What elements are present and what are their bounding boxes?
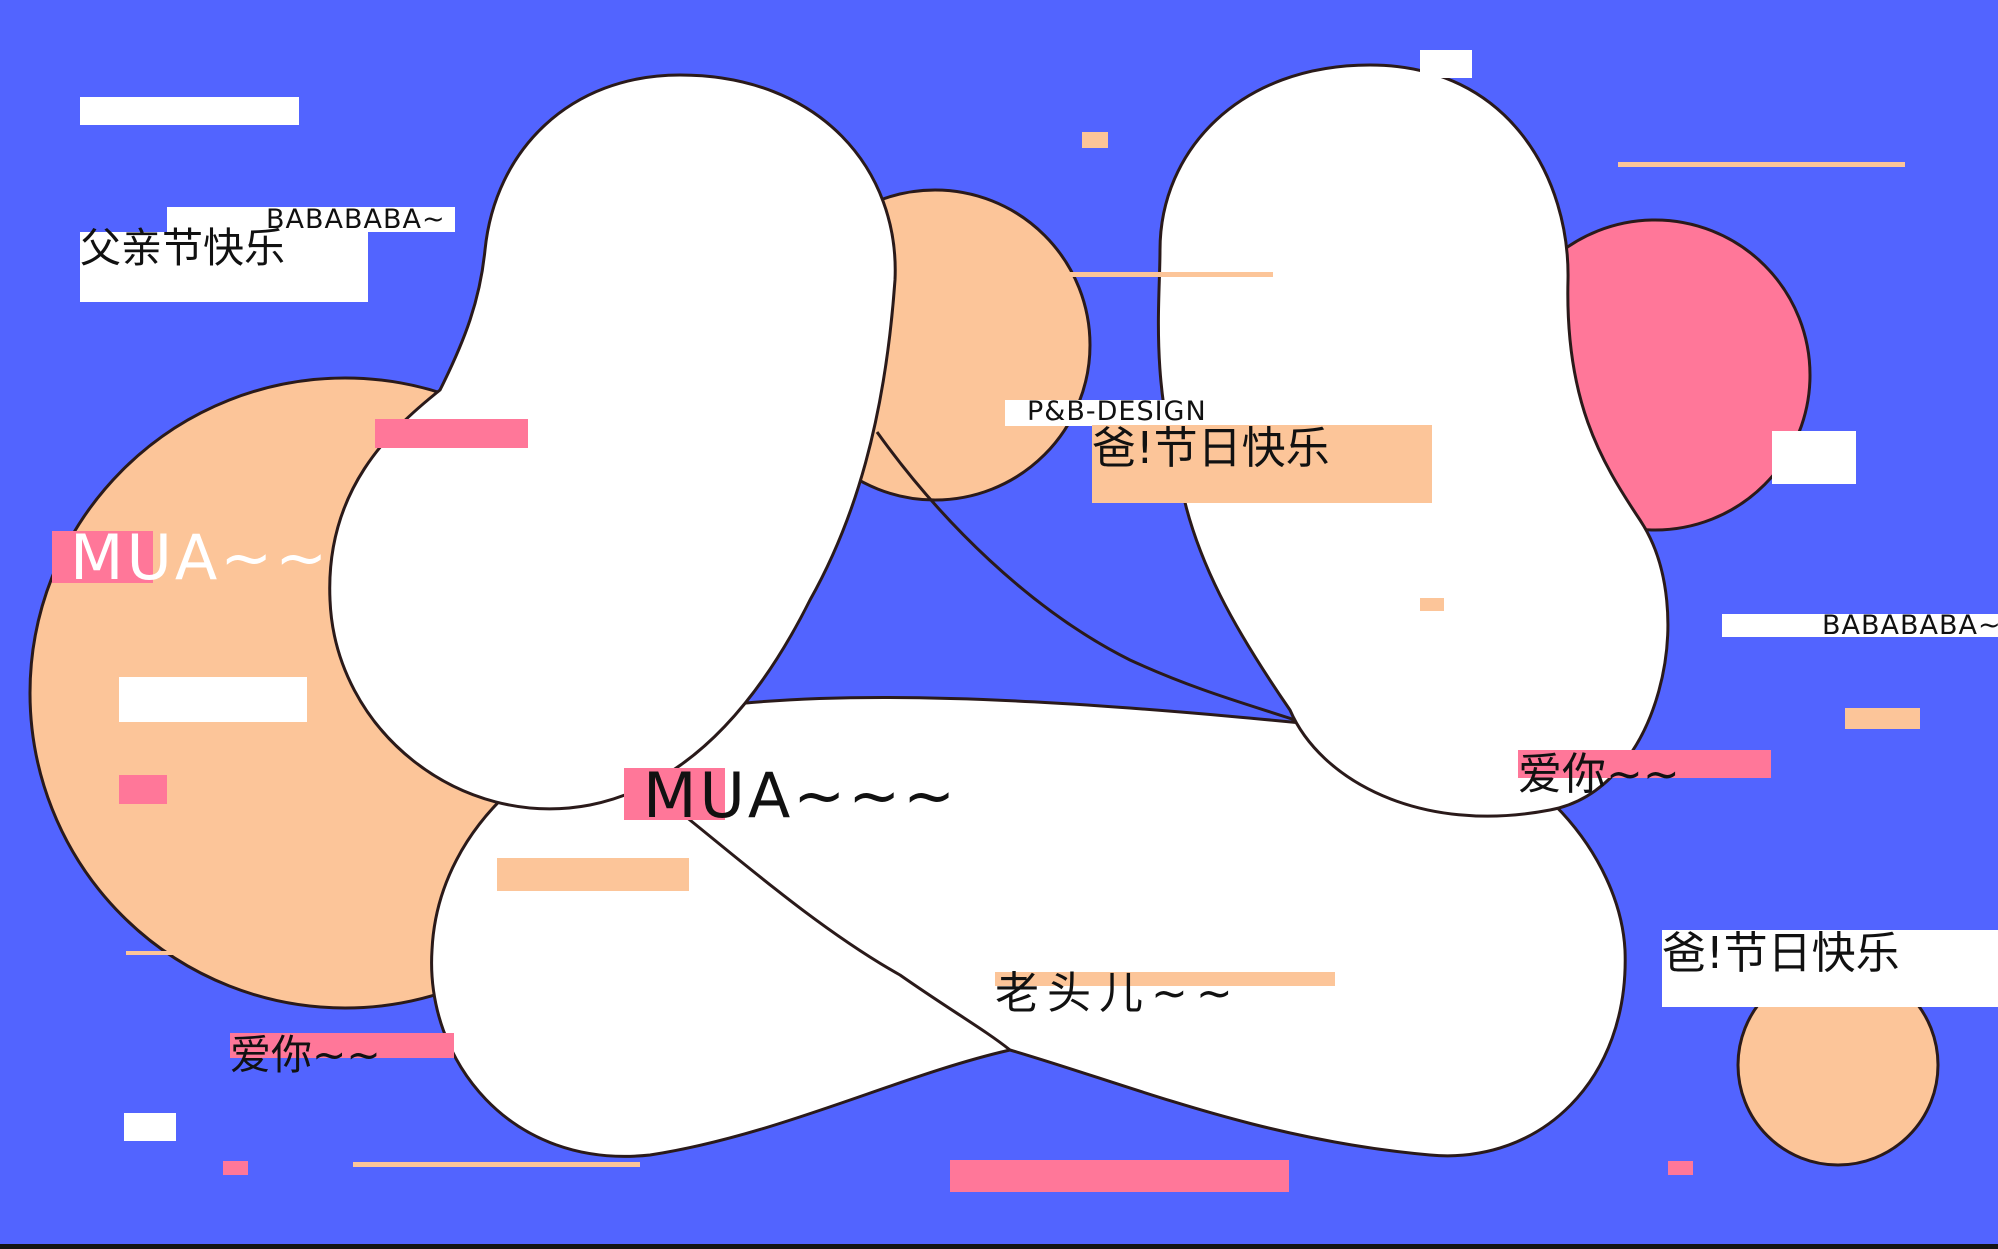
- overlap-stroke-lower: [679, 810, 1011, 1052]
- overlap-stroke-upper: [875, 431, 1296, 722]
- deco-white-3: [1772, 431, 1856, 484]
- deco-peach-2: [1420, 598, 1444, 611]
- bababa-label-top: BABABABA~: [266, 204, 446, 235]
- deco-peach-4: [497, 858, 689, 891]
- deco-peach-line-oldman: [995, 972, 1335, 986]
- blob-left: [328, 73, 897, 811]
- deco-pink-love-right: [1518, 750, 1771, 778]
- mua-label-center: MUA~~~: [643, 759, 959, 832]
- deco-peach-3: [1845, 708, 1920, 729]
- deco-peach-1: [1082, 132, 1108, 148]
- deco-white-label-2: [80, 232, 368, 302]
- deco-white-label-dad-right: [1662, 930, 1998, 1007]
- deco-pink-2: [119, 775, 167, 804]
- love-you-label-left: 爱你~~: [230, 1031, 381, 1079]
- deco-pink-love-left: [230, 1033, 454, 1058]
- deco-pink-1: [375, 419, 528, 448]
- deco-white-label-right: [1722, 614, 1998, 637]
- dad-holiday-label-center: 爸!节日快乐: [1092, 423, 1330, 474]
- old-man-label: 老头儿~~: [995, 968, 1241, 1019]
- deco-pink-bottom-bar: [950, 1160, 1289, 1192]
- deco-pink-mua-left: [52, 531, 153, 583]
- deco-white-brand: [1005, 400, 1210, 426]
- deco-white-5: [124, 1113, 176, 1141]
- deco-peach-label-center: [1092, 425, 1432, 503]
- deco-peach-line-4: [353, 1162, 640, 1167]
- deco-white-1: [80, 97, 299, 125]
- deco-white-label-1: [167, 207, 455, 232]
- brand-label: P&B-DESIGN: [1027, 396, 1207, 427]
- dad-holiday-label-right: 爸!节日快乐: [1662, 928, 1900, 979]
- deco-peach-line-2: [1027, 272, 1273, 277]
- bottom-strip: [0, 1244, 1998, 1249]
- deco-pink-mua-center: [624, 768, 725, 820]
- deco-peach-line-3: [126, 951, 176, 955]
- love-you-label-right: 爱你~~: [1518, 749, 1680, 800]
- deco-peach-line-1: [1618, 162, 1905, 167]
- deco-white-2: [1420, 50, 1472, 78]
- deco-pink-4: [1668, 1161, 1693, 1175]
- fathers-day-label: 父亲节快乐: [80, 224, 285, 272]
- mua-label-left: MUA~~~: [70, 521, 386, 594]
- bababa-label-right: BABABABA~: [1822, 610, 1998, 641]
- deco-white-4: [119, 677, 307, 722]
- deco-pink-3: [223, 1161, 248, 1175]
